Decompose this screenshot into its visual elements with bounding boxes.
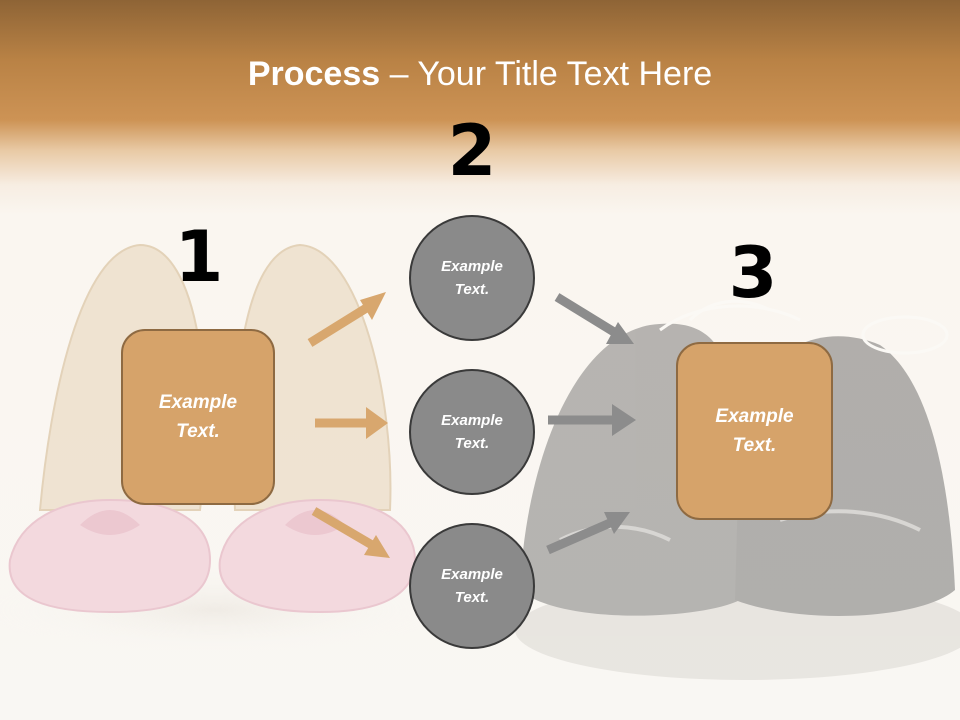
title-rest: – Your Title Text Here xyxy=(380,55,713,93)
right-arrows xyxy=(546,293,636,555)
step2-circle-middle: Example Text. xyxy=(409,369,535,495)
step2-circle-bottom: Example Text. xyxy=(409,523,535,649)
step3-text: Example Text. xyxy=(715,406,794,456)
step3-box: Example Text. xyxy=(676,342,833,520)
arrow-to-step3-top xyxy=(554,293,634,344)
arrow-to-step3-bottom xyxy=(546,512,630,555)
step-number-1: 1 xyxy=(174,216,224,298)
step2-circle-top: Example Text. xyxy=(409,215,535,341)
step1-text: Example Text. xyxy=(158,392,238,442)
arrow-to-step2-top xyxy=(307,292,386,347)
step2-circle-top-text: Example Text. xyxy=(441,258,503,298)
step2-circle-middle-text: Example Text. xyxy=(441,412,503,452)
step2-circle-bottom-text: Example Text. xyxy=(441,566,503,606)
step1-box: Example Text. xyxy=(121,329,275,505)
slide-title: Process – Your Title Text Here xyxy=(0,52,960,96)
arrow-to-step2-bottom xyxy=(311,507,390,558)
step-number-2: 2 xyxy=(447,110,497,192)
arrow-to-step2-middle xyxy=(315,407,388,439)
title-bold: Process xyxy=(247,55,381,93)
arrow-to-step3-middle xyxy=(548,404,636,436)
step-number-3: 3 xyxy=(728,232,778,314)
left-arrows xyxy=(307,292,390,558)
